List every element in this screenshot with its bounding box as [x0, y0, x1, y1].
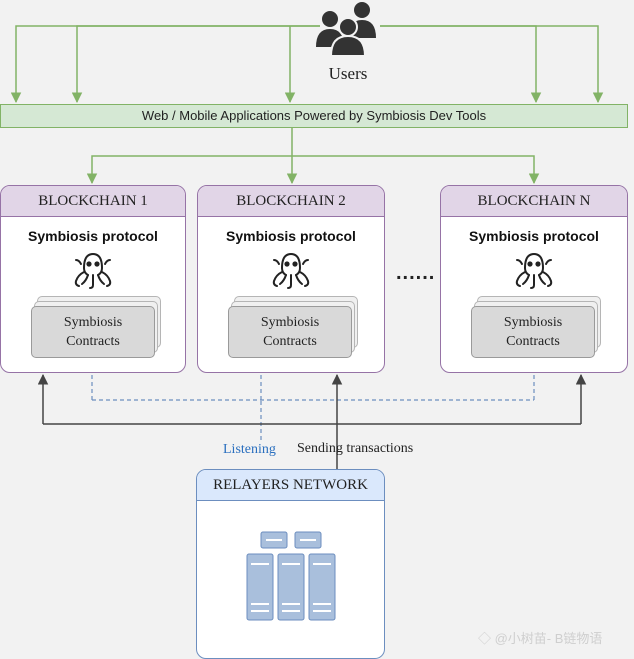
- blockchain-n-contracts-stack: Symbiosis Contracts: [471, 296, 601, 358]
- server-rack-icon: [246, 531, 336, 621]
- blockchain-2-contracts-stack: Symbiosis Contracts: [228, 296, 358, 358]
- more-chains-ellipsis: ......: [396, 262, 436, 284]
- contracts-line-2: Contracts: [66, 334, 120, 349]
- watermark: ◇ @小树苗- B链物语: [478, 631, 603, 646]
- blockchain-1-title: BLOCKCHAIN 1: [1, 186, 185, 217]
- sending-transactions-label: Sending transactions: [297, 441, 414, 456]
- blockchain-n-protocol: Symbiosis protocol: [469, 228, 599, 244]
- relayers-network-title: RELAYERS NETWORK: [197, 470, 384, 501]
- user-arrows: [10, 25, 604, 104]
- blockchain-1-contracts-stack: Symbiosis Contracts: [31, 296, 161, 358]
- blockchain-1-contracts: Symbiosis Contracts: [31, 306, 155, 358]
- blockchain-n-contracts: Symbiosis Contracts: [471, 306, 595, 358]
- listening-label: Listening: [223, 442, 276, 457]
- blockchain-2-box: BLOCKCHAIN 2 Symbiosis protocol Symbiosi…: [197, 185, 385, 373]
- contracts-line-1: Symbiosis: [503, 315, 563, 330]
- users-group-icon: [316, 2, 376, 57]
- sending-lines: [37, 373, 587, 469]
- blockchain-n-title: BLOCKCHAIN N: [441, 186, 627, 217]
- blockchain-2-title: BLOCKCHAIN 2: [198, 186, 384, 217]
- contracts-line-1: Symbiosis: [260, 315, 320, 330]
- blockchain-1-box: BLOCKCHAIN 1 Symbiosis protocol Symbiosi…: [0, 185, 186, 373]
- users-label: Users: [328, 64, 368, 83]
- blockchain-2-protocol: Symbiosis protocol: [226, 228, 356, 244]
- relayers-network-box: RELAYERS NETWORK: [196, 469, 385, 659]
- listening-lines: [87, 361, 539, 440]
- octopus-icon: [74, 252, 112, 289]
- blockchain-1-protocol: Symbiosis protocol: [28, 228, 158, 244]
- applications-bar: Web / Mobile Applications Powered by Sym…: [0, 104, 628, 128]
- contracts-line-2: Contracts: [263, 334, 317, 349]
- blockchain-n-box: BLOCKCHAIN N Symbiosis protocol Symbiosi…: [440, 185, 628, 373]
- contracts-line-1: Symbiosis: [63, 315, 123, 330]
- octopus-icon: [272, 252, 310, 289]
- contracts-line-2: Contracts: [506, 334, 560, 349]
- octopus-icon: [515, 252, 553, 289]
- app-to-chain-arrows: [86, 128, 540, 185]
- blockchain-2-contracts: Symbiosis Contracts: [228, 306, 352, 358]
